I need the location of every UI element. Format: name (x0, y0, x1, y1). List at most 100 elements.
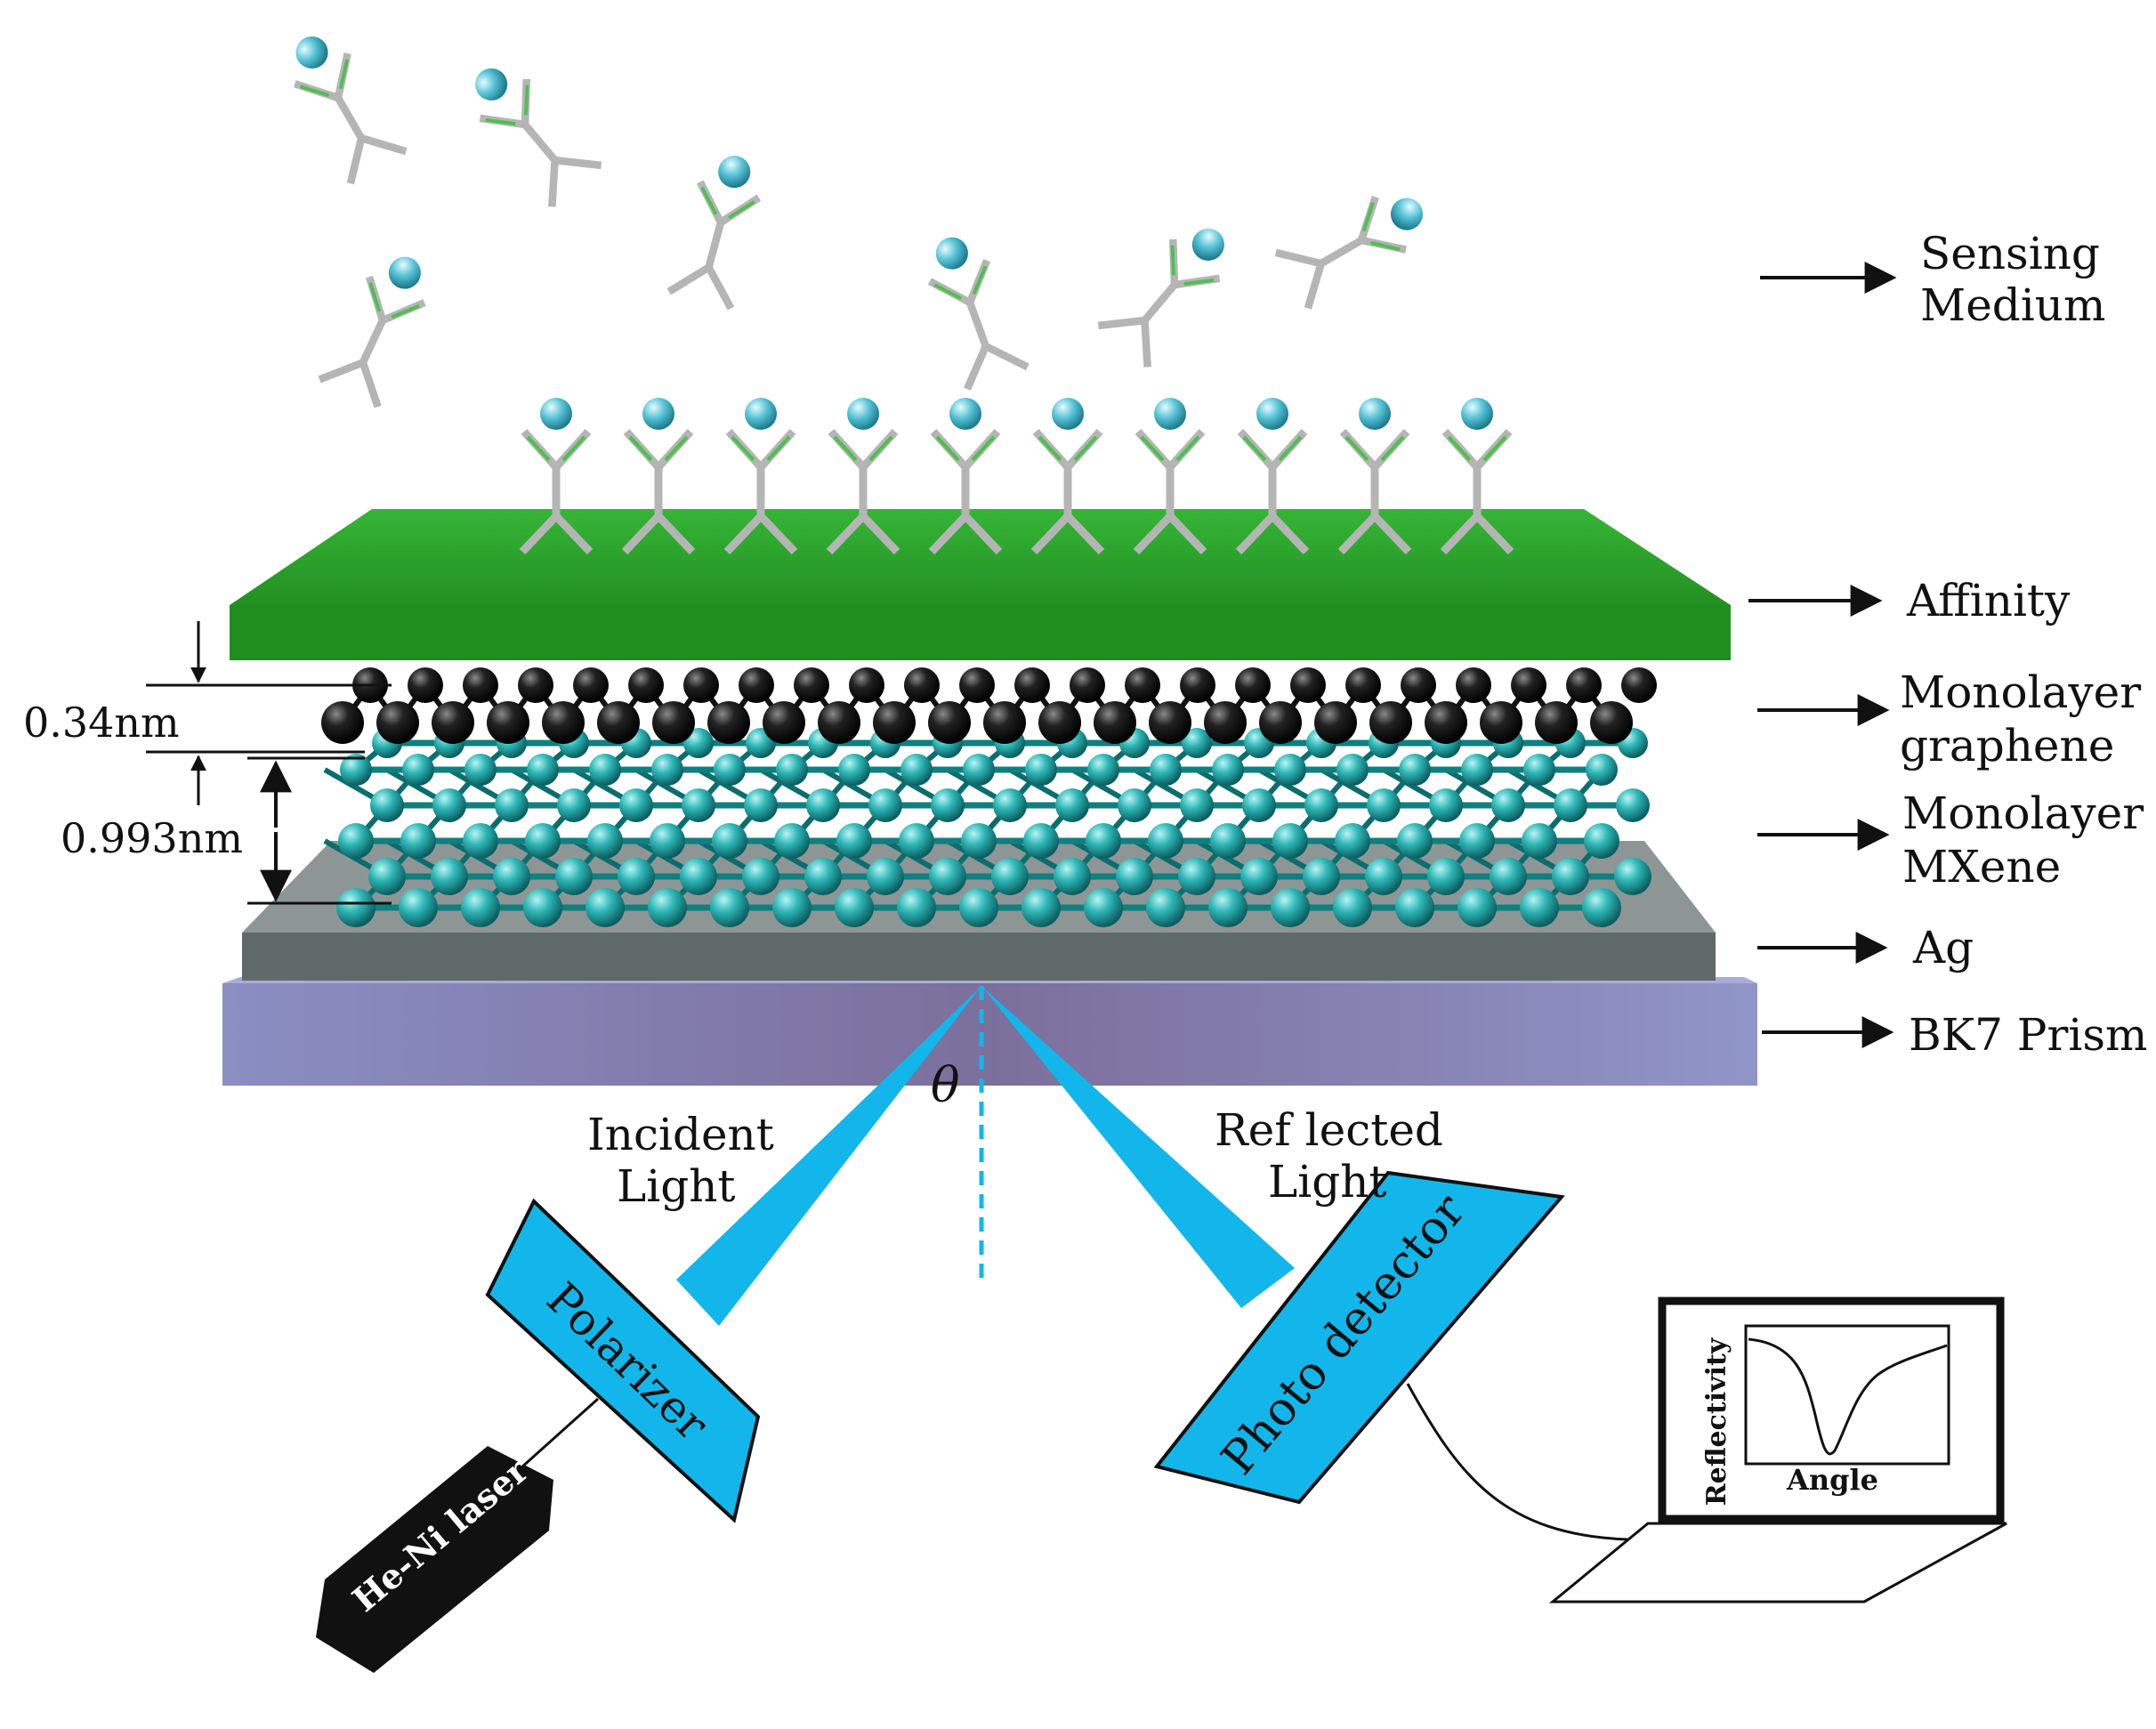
label-incident-line2: Light (617, 1160, 736, 1212)
antigen-ball (642, 398, 674, 430)
mxene-atom (1523, 754, 1555, 786)
graphene-atom (1290, 667, 1326, 703)
antigen-ball (1461, 398, 1493, 430)
mxene-atom (1616, 788, 1650, 822)
graphene-atom (1259, 701, 1302, 744)
he-ni-laser-body (316, 1446, 553, 1673)
mxene-atom (1087, 754, 1119, 786)
antigen-ball (718, 156, 751, 189)
mxene-atom (835, 888, 874, 927)
mxene-atom (400, 823, 436, 859)
antigen-ball (1390, 198, 1424, 230)
graphene-atom (763, 701, 805, 744)
graphene-atom (1566, 667, 1602, 703)
graphene-atom (408, 667, 443, 703)
mxene-atom (710, 888, 749, 927)
mxene-atom (1086, 823, 1121, 859)
graphene-atom (1480, 701, 1522, 744)
graphene-atom (1425, 701, 1467, 744)
mxene-atom (1208, 888, 1248, 927)
antibody-shape (928, 260, 1028, 389)
mxene-atom (959, 888, 998, 927)
mxene-atom (714, 754, 746, 786)
mxene-atom (368, 858, 406, 895)
label-dim-graphene: 0.34nm (23, 699, 180, 747)
graphene-atom (376, 701, 419, 744)
label-sensing-line1: Sensing (1920, 228, 2100, 279)
graphene-atom (1204, 701, 1247, 744)
graphene-atom (518, 667, 553, 703)
mxene-atom (804, 858, 842, 895)
free-antibody (276, 36, 407, 183)
mxene-atom (1582, 888, 1621, 927)
graphene-atom (1125, 667, 1160, 703)
antigen-ball (847, 398, 879, 430)
graphene-atom (1401, 667, 1436, 703)
mxene-atom (1116, 858, 1153, 895)
label-graphene-line1: Monolayer (1900, 667, 2142, 718)
mxene-atom (589, 754, 621, 786)
graphene-atom (652, 701, 695, 744)
mxene-atom (1335, 823, 1370, 859)
graphene-atom (1014, 667, 1050, 703)
antibody-shape (294, 53, 407, 183)
bound-antibody (625, 398, 692, 552)
bound-antibody (1443, 398, 1511, 552)
mxene-atom (1395, 888, 1434, 927)
mxene-atom (1491, 788, 1525, 822)
mxene-atom (431, 858, 468, 895)
antigen-ball (935, 237, 968, 270)
graphene-atom (904, 667, 940, 703)
graphene-atom (983, 701, 1026, 744)
mxene-atom (680, 858, 717, 895)
mxene-atom (774, 823, 810, 859)
mxene-atom (1429, 788, 1463, 822)
graphene-atom (873, 701, 916, 744)
graphene-atom (707, 701, 750, 744)
graphene-atom (463, 667, 498, 703)
mxene-atom (836, 823, 872, 859)
mxene-atom (1336, 754, 1369, 786)
mxene-atom (897, 888, 936, 927)
mxene-atom (338, 823, 374, 859)
mxene-atom (963, 754, 995, 786)
label-theta: θ (931, 1057, 960, 1113)
mxene-atom (1240, 858, 1278, 895)
antigen-ball (1359, 398, 1391, 430)
graphene-atom (628, 667, 664, 703)
mxene-atom (742, 858, 779, 895)
label-mxene-line2: MXene (1902, 841, 2062, 893)
graphene-atom (1456, 667, 1491, 703)
polarizer-plate (485, 1198, 761, 1523)
mxene-atom (523, 888, 562, 927)
graphene-atom (1180, 667, 1215, 703)
mxene-atom (806, 788, 840, 822)
free-antibody (456, 68, 602, 206)
free-antibody (1276, 178, 1424, 308)
mxene-atom (868, 788, 902, 822)
bound-antibody (1239, 398, 1306, 552)
mxene-atom (929, 858, 966, 895)
antigen-ball (949, 398, 981, 430)
antigen-ball (540, 398, 572, 430)
bound-antibody (1034, 398, 1102, 552)
graphene-atom (321, 701, 364, 744)
laser-connector (519, 1397, 600, 1470)
free-antibody (1098, 228, 1243, 367)
mxene-atom (772, 888, 812, 927)
mxene-atom (1210, 823, 1246, 859)
mxene-atom (1490, 858, 1527, 895)
graphene-atom (432, 701, 474, 744)
mxene-atom (527, 754, 559, 786)
mxene-atom (899, 823, 934, 859)
graphene-atom (928, 701, 971, 744)
label-graphene-line2: graphene (1900, 720, 2115, 772)
bound-antibody (522, 398, 590, 552)
mxene-atom (1023, 823, 1059, 859)
graphene-atom (1369, 701, 1412, 744)
antigen-ball (745, 398, 777, 430)
mxene-atom (464, 754, 497, 786)
graphene-atom (573, 667, 609, 703)
graphene-atom (1149, 701, 1191, 744)
label-ag: Ag (1913, 922, 1974, 974)
